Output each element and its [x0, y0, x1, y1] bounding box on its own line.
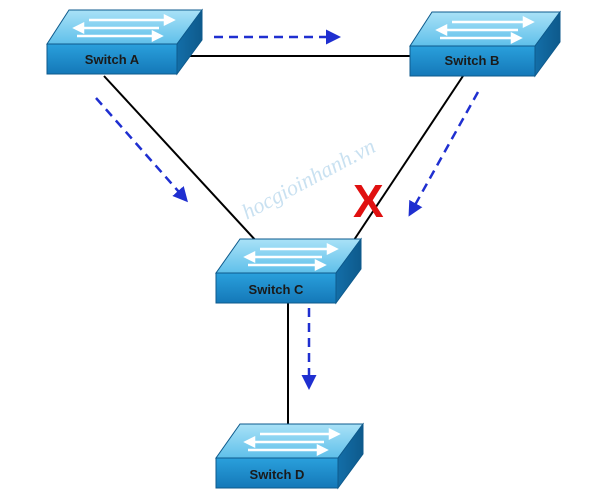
switch-b-label: Switch B [445, 53, 500, 68]
switch-d: Switch D [215, 422, 364, 490]
switch-icon [72, 13, 176, 43]
switch-c-label: Switch C [249, 282, 305, 297]
switch-icon [243, 427, 341, 457]
switch-icon [435, 15, 535, 45]
switch-a-label: Switch A [85, 52, 140, 67]
link-a-c [103, 75, 259, 244]
switch-d-label: Switch D [250, 467, 305, 482]
dashed-arrow-icon [408, 91, 480, 217]
switch-b: Switch B [409, 10, 561, 78]
switch-a: Switch A [46, 8, 203, 76]
switch-c: Switch C [215, 237, 362, 305]
dashed-arrow-icon [95, 97, 188, 203]
switch-icon [243, 242, 339, 272]
link-b-c [351, 75, 464, 244]
blocked-x-icon: X [353, 175, 384, 227]
